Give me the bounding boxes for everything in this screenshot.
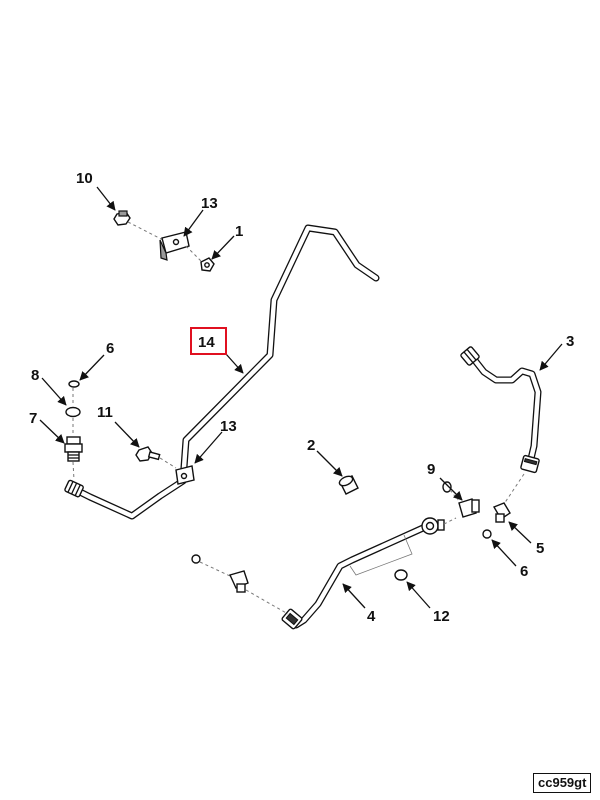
svg-text:10: 10	[76, 170, 93, 187]
callout-13a: 13	[183, 195, 218, 237]
adapter-part-7	[64, 388, 83, 481]
fitting-part-9	[442, 481, 480, 518]
figure-code-label: cc959gt	[533, 773, 592, 793]
callout-14[interactable]: 14	[198, 334, 244, 374]
nut-part-1	[200, 257, 215, 272]
bolt-part-10	[113, 210, 164, 241]
callout-10: 10	[76, 170, 116, 211]
svg-text:7: 7	[29, 410, 37, 427]
svg-text:8: 8	[31, 367, 39, 384]
callout-11: 11	[97, 404, 140, 448]
callout-4: 4	[342, 583, 376, 625]
svg-text:5: 5	[536, 540, 544, 557]
tube-part-3	[460, 346, 542, 505]
svg-text:1: 1	[235, 223, 243, 240]
svg-text:13: 13	[201, 195, 218, 212]
seal-lower-left	[191, 554, 231, 577]
callout-3: 3	[539, 333, 574, 371]
oring-part-6b	[482, 529, 492, 539]
svg-text:2: 2	[307, 437, 315, 454]
clip-part-13a	[159, 231, 203, 263]
callout-9: 9	[427, 461, 463, 501]
svg-text:4: 4	[367, 608, 376, 625]
tube-part-4	[281, 517, 457, 630]
fitting-part-5	[492, 502, 511, 523]
svg-text:11: 11	[97, 404, 113, 421]
svg-text:6: 6	[520, 563, 528, 580]
svg-text:14: 14	[198, 334, 215, 351]
svg-text:6: 6	[106, 340, 114, 357]
tube-part-14	[64, 224, 380, 520]
callout-5: 5	[508, 521, 544, 557]
bolt-lower-left	[229, 570, 289, 615]
svg-text:9: 9	[427, 461, 435, 478]
callout-1: 1	[211, 223, 243, 260]
svg-text:12: 12	[433, 608, 450, 625]
callout-13b: 13	[194, 418, 237, 464]
callout-7: 7	[29, 410, 65, 444]
callout-12: 12	[406, 581, 450, 625]
callout-6a: 6	[79, 340, 114, 381]
bracket-clip-13b	[175, 465, 195, 485]
callout-6b: 6	[491, 539, 528, 580]
callout-2: 2	[307, 437, 343, 477]
callout-8: 8	[31, 367, 67, 406]
oring-part-6a	[68, 380, 80, 388]
callout-14-highlight	[190, 327, 227, 355]
washer-part-8	[65, 406, 81, 418]
seal-part-12	[394, 569, 408, 581]
svg-text:3: 3	[566, 333, 574, 350]
svg-text:13: 13	[220, 418, 237, 435]
plug-part-2	[338, 475, 359, 495]
bolt-part-11	[135, 446, 177, 469]
